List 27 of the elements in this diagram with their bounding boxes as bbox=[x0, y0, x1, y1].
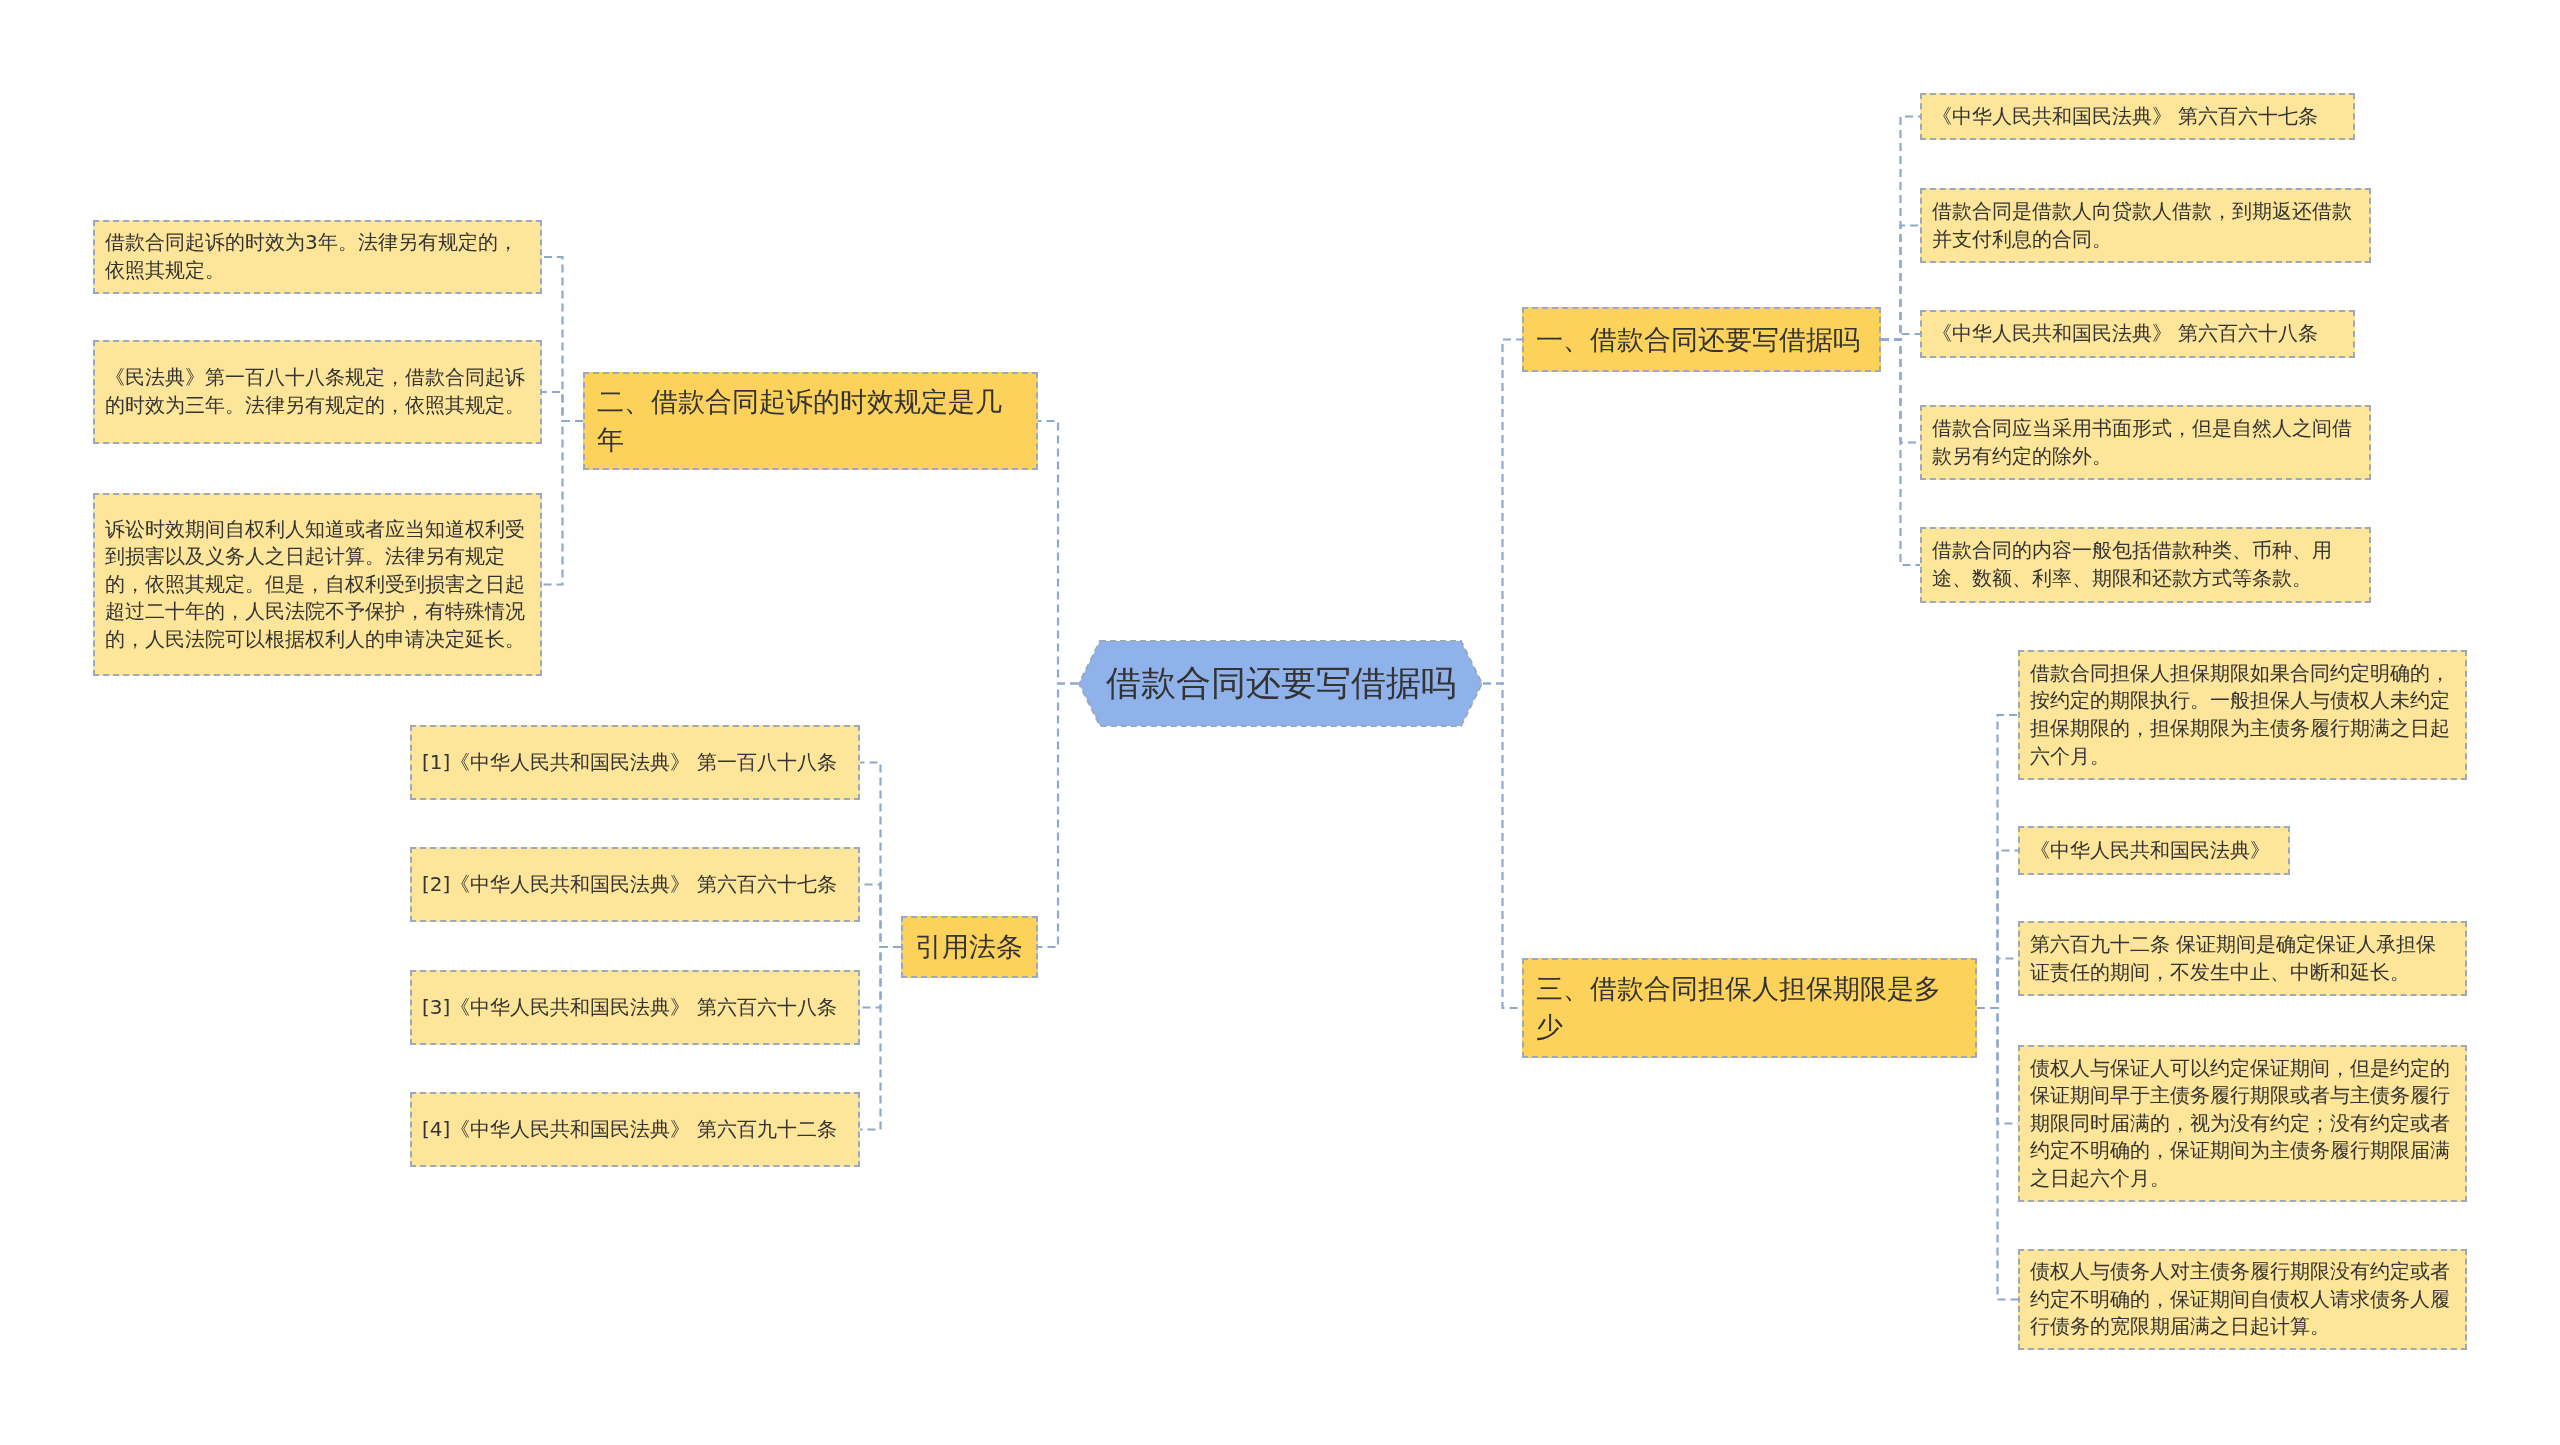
topic-text: 借款合同还要写借据吗 bbox=[1105, 662, 1456, 705]
note-box: 债权人与债务人对主债务履行期限没有约定或者约定不明确的，保证期间自债权人请求债务人履行债务的宽限期届满之日起计算。 bbox=[2018, 1249, 2467, 1350]
note-box: 借款合同应当采用书面形式，但是自然人之间借款另有约定的除外。 bbox=[1920, 405, 2371, 480]
note-box: 借款合同担保人担保期限如果合同约定明确的，按约定的期限执行。一般担保人与债权人未约定担保期限的，担保期限为主债务履行期满之日起六个月。 bbox=[2018, 650, 2467, 780]
note-box: 《民法典》第一百八十八条规定，借款合同起诉的时效为三年。法律另有规定的，依照其规定。 bbox=[93, 340, 542, 444]
connector-line bbox=[1038, 682, 1078, 949]
connector-line bbox=[1977, 1006, 2018, 1301]
note-box: [3]《中华人民共和国民法典》 第六百六十八条 bbox=[410, 970, 860, 1045]
subtopic-box: 引用法条 bbox=[901, 916, 1038, 978]
note-box: [4]《中华人民共和国民法典》 第六百九十二条 bbox=[410, 1092, 860, 1167]
note-box: 借款合同是借款人向贷款人借款，到期返还借款并支付利息的合同。 bbox=[1920, 188, 2371, 263]
note-box: 借款合同的内容一般包括借款种类、币种、用途、数额、利率、期限和还款方式等条款。 bbox=[1920, 527, 2371, 603]
connector-line bbox=[860, 945, 901, 1131]
note-box: 《中华人民共和国民法典》 第六百六十七条 bbox=[1920, 93, 2355, 140]
subtopic-box: 一、借款合同还要写借据吗 bbox=[1522, 307, 1881, 372]
connector-line bbox=[542, 419, 583, 586]
note-box: 《中华人民共和国民法典》 bbox=[2018, 826, 2290, 875]
note-box: [2]《中华人民共和国民法典》 第六百六十七条 bbox=[410, 847, 860, 922]
subtopic-box: 三、借款合同担保人担保期限是多少 bbox=[1522, 958, 1977, 1058]
connector-line bbox=[1881, 338, 1920, 567]
note-box: 第六百九十二条 保证期间是确定保证人承担保证责任的期间，不发生中止、中断和延长。 bbox=[2018, 921, 2467, 996]
note-box: 诉讼时效期间自权利人知道或者应当知道权利受到损害以及义务人之日起计算。法律另有规定的，依照其规定。但是，自权利受到损害之日起超过二十年的，人民法院不予保护，有特殊情况的，人民法院可以根据权利人的申请决定延长。 bbox=[93, 493, 542, 676]
note-box: 《中华人民共和国民法典》 第六百六十八条 bbox=[1920, 310, 2355, 358]
note-box: [1]《中华人民共和国民法典》 第一百八十八条 bbox=[410, 725, 860, 800]
note-box: 借款合同起诉的时效为3年。法律另有规定的，依照其规定。 bbox=[93, 220, 542, 294]
subtopic-box: 二、借款合同起诉的时效规定是几年 bbox=[583, 372, 1038, 470]
note-box: 债权人与保证人可以约定保证期间，但是约定的保证期间早于主债务履行期限或者与主债务履行期限同时届满的，视为没有约定；没有约定或者约定不明确的，保证期间为主债务履行期限届满之日起六个月。 bbox=[2018, 1045, 2467, 1202]
